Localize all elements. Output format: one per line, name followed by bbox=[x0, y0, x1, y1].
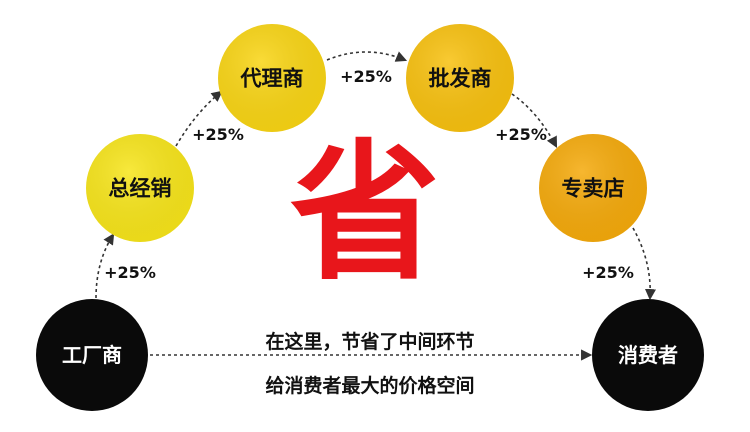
node-label: 批发商 bbox=[429, 67, 492, 91]
edge-label-markup: +25% bbox=[104, 263, 156, 282]
node-shade bbox=[86, 134, 194, 242]
node-consumer: 消费者 bbox=[592, 299, 704, 411]
edge-label-markup: +25% bbox=[192, 125, 244, 144]
edge-arrow-agent-to-wholesaler bbox=[326, 51, 408, 62]
edge-arrow-specialty_store-to-consumer bbox=[632, 227, 657, 301]
node-label: 专卖店 bbox=[562, 177, 625, 201]
edge-arrow-wholesaler-to-specialty_store bbox=[511, 93, 558, 148]
node-wholesaler: 批发商 bbox=[406, 24, 514, 132]
node-label: 总经销 bbox=[109, 177, 172, 201]
caption-line: 给消费者最大的价格空间 bbox=[265, 374, 474, 397]
node-label: 消费者 bbox=[618, 343, 678, 367]
edge-labels-layer: +25% +25% +25% +25% +25% bbox=[104, 67, 634, 282]
node-factory: 工厂商 bbox=[36, 299, 148, 411]
center-character: 省 bbox=[290, 127, 440, 301]
node-shade bbox=[218, 24, 326, 132]
node-circle bbox=[592, 299, 704, 411]
node-shade bbox=[406, 24, 514, 132]
edge-label-markup: +25% bbox=[582, 263, 634, 282]
node-label: 工厂商 bbox=[62, 343, 122, 367]
edge-arrow-factory-to-general_distributor bbox=[95, 233, 115, 299]
node-general-distributor: 总经销 bbox=[86, 134, 194, 242]
edge-label-markup: +25% bbox=[340, 67, 392, 86]
edges-layer bbox=[95, 51, 657, 361]
node-specialty-store: 专卖店 bbox=[539, 134, 647, 242]
node-circle bbox=[36, 299, 148, 411]
caption: 在这里，节省了中间环节 给消费者最大的价格空间 bbox=[265, 330, 474, 397]
node-label: 代理商 bbox=[240, 67, 304, 91]
caption-line: 在这里，节省了中间环节 bbox=[265, 330, 474, 353]
edge-label-markup: +25% bbox=[495, 125, 547, 144]
node-agent: 代理商 bbox=[218, 24, 326, 132]
edge-arrow-general_distributor-to-agent bbox=[175, 90, 223, 147]
node-shade bbox=[539, 134, 647, 242]
